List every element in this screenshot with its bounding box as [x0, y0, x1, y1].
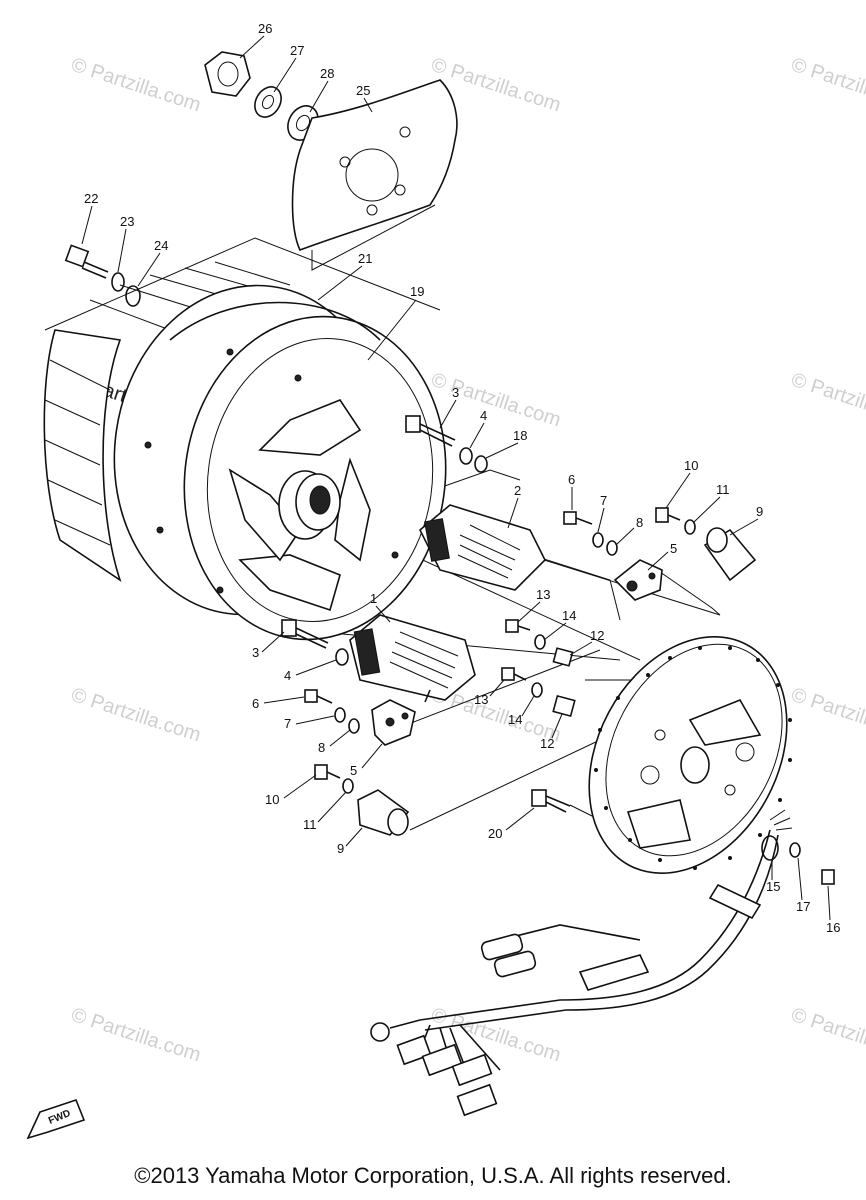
- callout-19: 19: [410, 284, 424, 299]
- coil-1: [349, 614, 476, 703]
- callout-7b: 7: [284, 716, 291, 731]
- washer-11-upper: [684, 519, 696, 535]
- callout-6b: 6: [252, 696, 259, 711]
- watermark: © Partzilla.com: [428, 369, 563, 432]
- screw-6-lower: [304, 689, 333, 704]
- condenser-9-lower: [357, 789, 410, 836]
- callout-11b: 11: [303, 817, 317, 832]
- washer-14-lower: [531, 682, 543, 698]
- washer-27: [254, 86, 282, 118]
- callouts: 26 27 28 25 22 23 24 21 19 3 4 18 2 6 7 …: [81, 21, 840, 935]
- wire-harness: [370, 809, 793, 1117]
- washer-8-upper: [606, 540, 618, 556]
- screw-20: [531, 789, 571, 813]
- screw-13-lower: [501, 667, 527, 681]
- callout-9b: 9: [337, 841, 344, 856]
- callout-2: 2: [514, 483, 521, 498]
- watermark: © Partzilla.com: [68, 54, 203, 117]
- watermark: © Partzilla.com: [788, 684, 866, 747]
- callout-20: 20: [488, 826, 502, 841]
- diagram-svg: © Partzilla.com © Partzilla.com © Partzi…: [26, 21, 866, 1140]
- washer-18: [474, 455, 488, 473]
- callout-22: 22: [84, 191, 98, 206]
- callout-16: 16: [826, 920, 840, 935]
- washer-24: [125, 285, 141, 307]
- callout-11a: 11: [716, 482, 730, 497]
- watermark: © Partzilla.com: [788, 369, 866, 432]
- callout-5a: 5: [670, 541, 677, 556]
- screw-13-upper: [505, 619, 531, 633]
- watermark: © Partzilla.com: [788, 54, 866, 117]
- callout-12a: 12: [590, 628, 604, 643]
- callout-7a: 7: [600, 493, 607, 508]
- callout-13b: 13: [474, 692, 488, 707]
- washer-4-upper: [459, 447, 473, 465]
- flywheel-rotor-19: [43, 261, 447, 641]
- callout-14a: 14: [562, 608, 576, 623]
- screw-6-upper: [563, 511, 593, 525]
- coil-2: [419, 504, 546, 591]
- callout-4b: 4: [284, 668, 291, 683]
- washer-8-lower: [348, 718, 360, 734]
- callout-12b: 12: [540, 736, 554, 751]
- callout-18: 18: [513, 428, 527, 443]
- screw-10-upper: [655, 507, 681, 523]
- callout-4a: 4: [480, 408, 487, 423]
- screw-16: [821, 869, 835, 885]
- callout-9a: 9: [756, 504, 763, 519]
- washer-7-lower: [334, 707, 346, 723]
- washer-23: [111, 272, 125, 292]
- stator-base-plate: [588, 636, 792, 874]
- nut-26: [204, 51, 251, 97]
- washer-4-lower: [335, 648, 349, 666]
- callout-5b: 5: [350, 763, 357, 778]
- callout-3b: 3: [252, 645, 259, 660]
- callout-10a: 10: [684, 458, 698, 473]
- callout-25: 25: [356, 83, 370, 98]
- gasket-25: [291, 79, 458, 252]
- callout-1: 1: [370, 591, 377, 606]
- clamp-12-upper: [552, 647, 574, 667]
- watermark: © Partzilla.com: [68, 684, 203, 747]
- callout-13a: 13: [536, 587, 550, 602]
- callout-3a: 3: [452, 385, 459, 400]
- washer-11-lower: [342, 778, 354, 794]
- screw-10-lower: [314, 764, 341, 780]
- contact-breaker-5-upper: [613, 559, 663, 601]
- callout-8b: 8: [318, 740, 325, 755]
- bolt-22: [64, 244, 109, 279]
- callout-26: 26: [258, 21, 272, 36]
- watermark: © Partzilla.com: [68, 1004, 203, 1067]
- fwd-arrow-icon: FWD: [26, 1099, 86, 1140]
- callout-10b: 10: [265, 792, 279, 807]
- callout-23: 23: [120, 214, 134, 229]
- bolt-3-upper: [405, 415, 456, 447]
- clamp-12-lower: [552, 694, 576, 718]
- washer-14-upper: [534, 634, 546, 650]
- washer-17: [789, 842, 801, 858]
- callout-27: 27: [290, 43, 304, 58]
- callout-28: 28: [320, 66, 334, 81]
- watermark: © Partzilla.com: [788, 1004, 866, 1067]
- bolt-3-lower: [281, 619, 329, 649]
- copyright-notice: ©2013 Yamaha Motor Corporation, U.S.A. A…: [134, 1163, 732, 1188]
- callout-24: 24: [154, 238, 168, 253]
- contact-breaker-5-lower: [371, 699, 416, 746]
- condenser-9-upper: [703, 527, 757, 582]
- callout-6a: 6: [568, 472, 575, 487]
- callout-21: 21: [358, 251, 372, 266]
- washer-7-upper: [592, 532, 604, 548]
- callout-15: 15: [766, 879, 780, 894]
- callout-17: 17: [796, 899, 810, 914]
- callout-14b: 14: [508, 712, 522, 727]
- callout-8a: 8: [636, 515, 643, 530]
